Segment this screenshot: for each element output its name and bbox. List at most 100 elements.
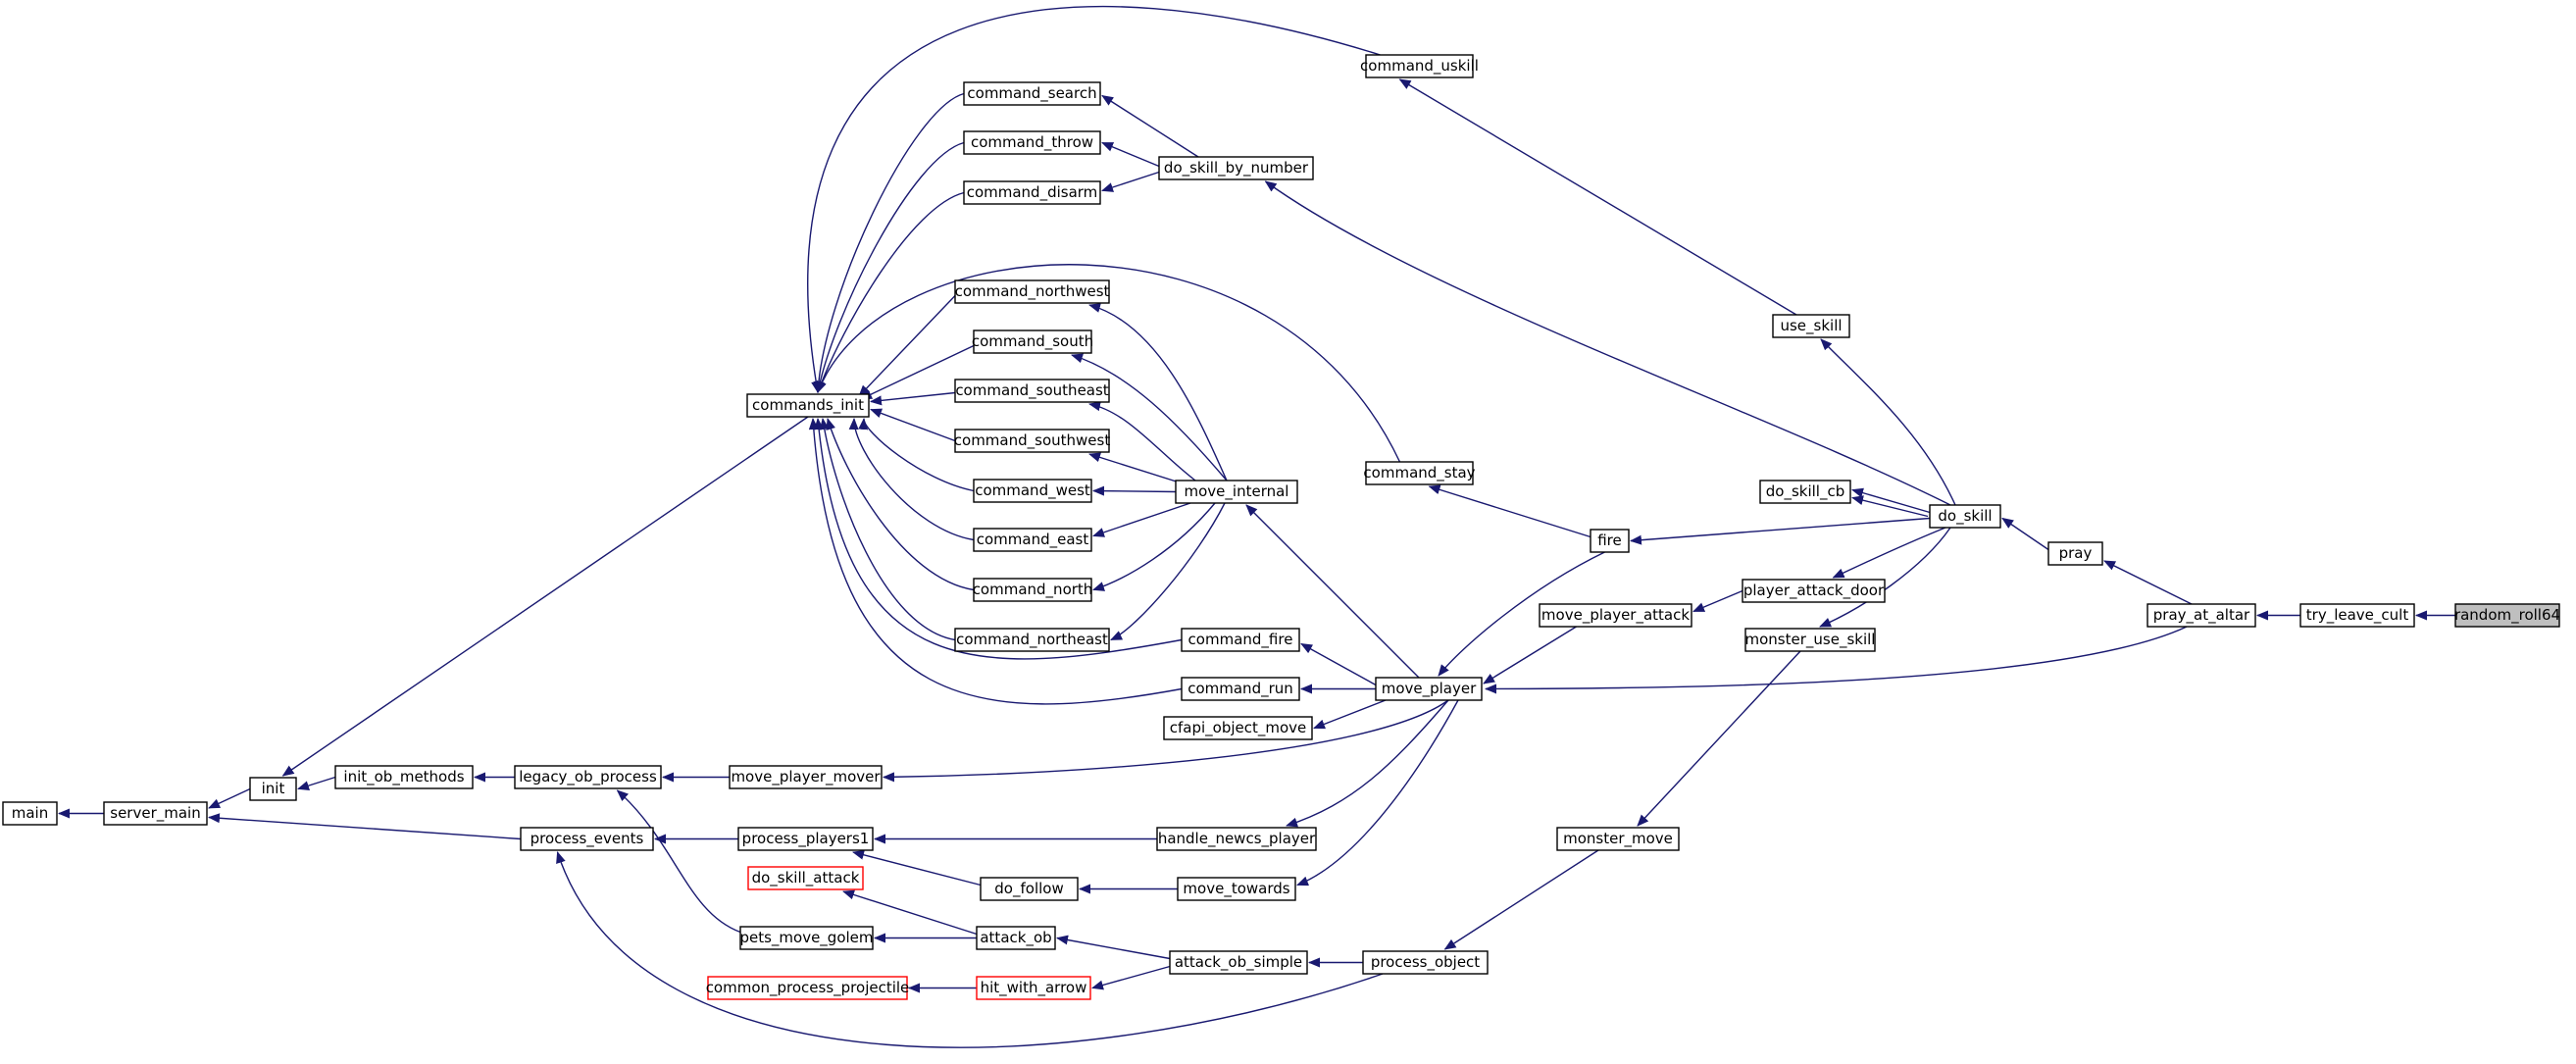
node-label: move_player <box>1382 680 1477 698</box>
node-command-southeast[interactable]: command_southeast <box>954 379 1110 403</box>
node-box <box>976 926 1056 950</box>
node-move-towards[interactable]: move_towards <box>1177 877 1296 901</box>
node-label: process_object <box>1371 953 1480 972</box>
node-command-uskill[interactable]: command_uskill <box>1360 54 1479 78</box>
node-box <box>1163 716 1313 740</box>
node-box <box>1175 480 1298 504</box>
node-process-events[interactable]: process_events <box>520 827 654 851</box>
node-box <box>954 429 1110 453</box>
node-pets-move-golem[interactable]: pets_move_golem <box>739 926 874 950</box>
node-hit-with-arrow[interactable]: hit_with_arrow <box>976 976 1091 1000</box>
edge-command_uskill-to-commands_init <box>807 6 1381 393</box>
node-main[interactable]: main <box>2 801 58 826</box>
node-label: main <box>12 804 48 822</box>
node-random-roll64[interactable]: random_roll64 <box>2454 603 2560 628</box>
edge-move_player-to-move_internal <box>1245 504 1420 679</box>
node-box <box>514 765 662 789</box>
edge-command_stay-to-commands_init <box>817 264 1401 463</box>
node-use-skill[interactable]: use_skill <box>1772 314 1850 338</box>
node-cfapi-object-move[interactable]: cfapi_object_move <box>1163 716 1313 740</box>
node-label: try_leave_cult <box>2306 606 2409 625</box>
node-command-east[interactable]: command_east <box>973 528 1092 552</box>
node-label: do_skill <box>1938 507 1992 526</box>
node-init[interactable]: init <box>249 777 297 801</box>
node-box <box>520 827 654 851</box>
node-command-west[interactable]: command_west <box>973 479 1092 503</box>
edge-command_southeast-to-commands_init <box>870 391 956 406</box>
node-command-southwest[interactable]: command_southwest <box>954 429 1111 453</box>
node-try-leave-cult[interactable]: try_leave_cult <box>2299 603 2415 628</box>
node-do-skill-by-number[interactable]: do_skill_by_number <box>1158 156 1314 180</box>
node-box <box>1742 579 1886 603</box>
node-do-follow[interactable]: do_follow <box>980 877 1079 901</box>
node-command-south[interactable]: command_south <box>972 329 1093 354</box>
node-command-stay[interactable]: command_stay <box>1363 461 1476 485</box>
node-attack-ob[interactable]: attack_ob <box>976 926 1056 950</box>
edge-command_southwest-to-commands_init <box>870 408 956 442</box>
node-box <box>954 279 1110 304</box>
edge-move_player_attack-to-move_player <box>1483 626 1577 684</box>
node-label: command_north <box>973 581 1093 599</box>
node-monster-use-skill[interactable]: monster_use_skill <box>1744 628 1876 652</box>
node-fire[interactable]: fire <box>1590 529 1630 553</box>
node-label: commands_init <box>752 396 864 415</box>
node-label: random_roll64 <box>2454 606 2560 625</box>
node-box <box>103 801 208 826</box>
node-box <box>954 628 1110 652</box>
node-box <box>963 180 1101 205</box>
node-commands-init[interactable]: commands_init <box>746 393 870 418</box>
node-box <box>1181 628 1300 652</box>
node-process-players1[interactable]: process_players1 <box>737 827 874 851</box>
node-do-skill-attack[interactable]: do_skill_attack <box>747 866 864 890</box>
node-box <box>747 866 864 890</box>
node-box <box>1759 480 1851 504</box>
node-handle-newcs-player[interactable]: handle_newcs_player <box>1156 827 1317 851</box>
node-common-process-projectile[interactable]: common_process_projectile <box>706 976 910 1000</box>
node-move-internal[interactable]: move_internal <box>1175 480 1298 504</box>
edge-command_disarm-to-commands_init <box>817 191 965 393</box>
node-move-player-mover[interactable]: move_player_mover <box>729 765 883 789</box>
node-server-main[interactable]: server_main <box>103 801 208 826</box>
edge-command_north-to-commands_init <box>826 418 975 591</box>
node-command-northeast[interactable]: command_northeast <box>954 628 1110 652</box>
node-box <box>1556 827 1680 851</box>
node-command-run[interactable]: command_run <box>1181 677 1300 701</box>
node-label: command_fire <box>1188 631 1293 649</box>
node-command-disarm[interactable]: command_disarm <box>963 180 1101 205</box>
node-do-skill-cb[interactable]: do_skill_cb <box>1759 480 1851 504</box>
node-label: common_process_projectile <box>706 979 910 997</box>
node-monster-move[interactable]: monster_move <box>1556 827 1680 851</box>
node-legacy-ob-process[interactable]: legacy_ob_process <box>514 765 662 789</box>
node-label: command_west <box>975 481 1090 500</box>
node-box <box>1744 628 1876 652</box>
node-command-fire[interactable]: command_fire <box>1181 628 1300 652</box>
node-label: attack_ob <box>980 929 1051 947</box>
edge-fire-to-command_stay <box>1428 484 1591 538</box>
edge-move_internal-to-command_northeast <box>1110 502 1226 641</box>
edge-command_throw-to-commands_init <box>815 141 965 393</box>
edge-layer <box>58 6 2455 1048</box>
node-command-throw[interactable]: command_throw <box>963 130 1101 155</box>
node-label: cfapi_object_move <box>1170 719 1307 737</box>
node-init-ob-methods[interactable]: init_ob_methods <box>334 765 474 789</box>
node-command-search[interactable]: command_search <box>963 81 1101 106</box>
node-box <box>737 827 874 851</box>
edge-command_run-to-commands_init <box>808 418 1183 705</box>
node-box <box>729 765 883 789</box>
node-move-player[interactable]: move_player <box>1375 677 1483 701</box>
node-box <box>963 81 1101 106</box>
node-do-skill[interactable]: do_skill <box>1929 504 2001 529</box>
node-command-northwest[interactable]: command_northwest <box>954 279 1110 304</box>
node-attack-ob-simple[interactable]: attack_ob_simple <box>1169 950 1308 975</box>
node-pray[interactable]: pray <box>2047 541 2103 566</box>
edge-do_skill_by_number-to-command_search <box>1101 94 1199 158</box>
edge-move_player-to-move_towards <box>1296 699 1459 887</box>
node-box <box>1365 461 1474 485</box>
node-command-north[interactable]: command_north <box>973 578 1093 602</box>
node-label: command_throw <box>971 133 1093 152</box>
node-process-object[interactable]: process_object <box>1362 950 1489 975</box>
node-player-attack-door[interactable]: player_attack_door <box>1742 579 1886 603</box>
node-pray-at-altar[interactable]: pray_at_altar <box>2147 603 2256 628</box>
node-move-player-attack[interactable]: move_player_attack <box>1539 603 1692 628</box>
node-label: fire <box>1597 532 1622 549</box>
